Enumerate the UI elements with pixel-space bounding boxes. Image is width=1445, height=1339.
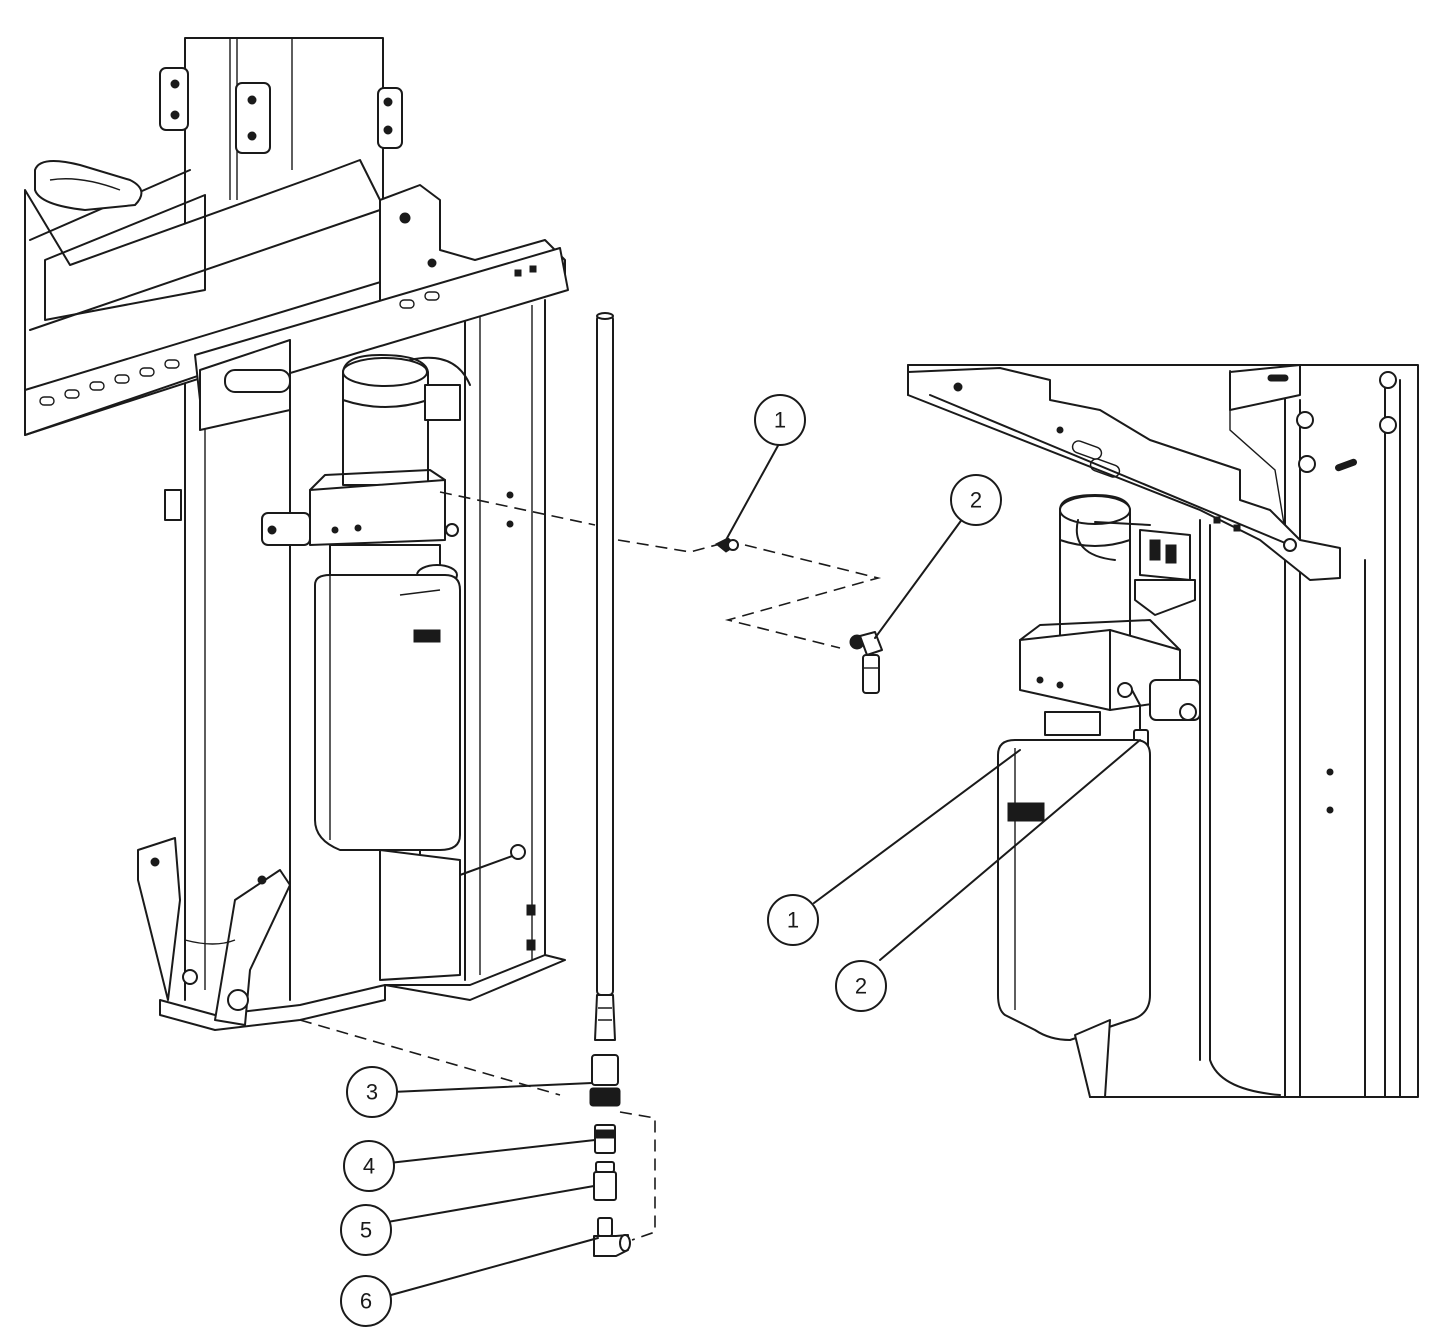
hydraulic-hose — [594, 312, 616, 1041]
callout-6-label: 6 — [360, 1289, 372, 1314]
assembly-lines — [299, 491, 882, 1241]
callout-2-detail: 2 — [835, 960, 887, 1012]
callout-1-top: 1 — [754, 394, 806, 446]
callout-2-top: 2 — [950, 474, 1002, 526]
callout-5-label: 5 — [360, 1218, 372, 1243]
callout-3: 3 — [346, 1066, 398, 1118]
leader-lines — [375, 441, 1141, 1296]
lift-column — [137, 37, 566, 1031]
callout-1-top-label: 1 — [774, 408, 786, 433]
detail-view — [907, 364, 1419, 1098]
callout-4: 4 — [343, 1140, 395, 1192]
callout-1-detail: 1 — [767, 894, 819, 946]
fitting-1-exploded — [715, 537, 739, 553]
fitting-2-exploded — [849, 631, 883, 694]
callout-6: 6 — [340, 1275, 392, 1327]
callout-5: 5 — [340, 1204, 392, 1256]
crossbar-slots — [39, 359, 180, 406]
callout-2-detail-label: 2 — [855, 974, 867, 999]
callout-4-label: 4 — [363, 1154, 375, 1179]
callout-1-detail-label: 1 — [787, 908, 799, 933]
fittings-stack — [589, 1054, 631, 1257]
power-unit-left — [261, 354, 536, 981]
callout-3-label: 3 — [366, 1080, 378, 1105]
callout-2-top-label: 2 — [970, 488, 982, 513]
crossbar — [24, 159, 569, 436]
